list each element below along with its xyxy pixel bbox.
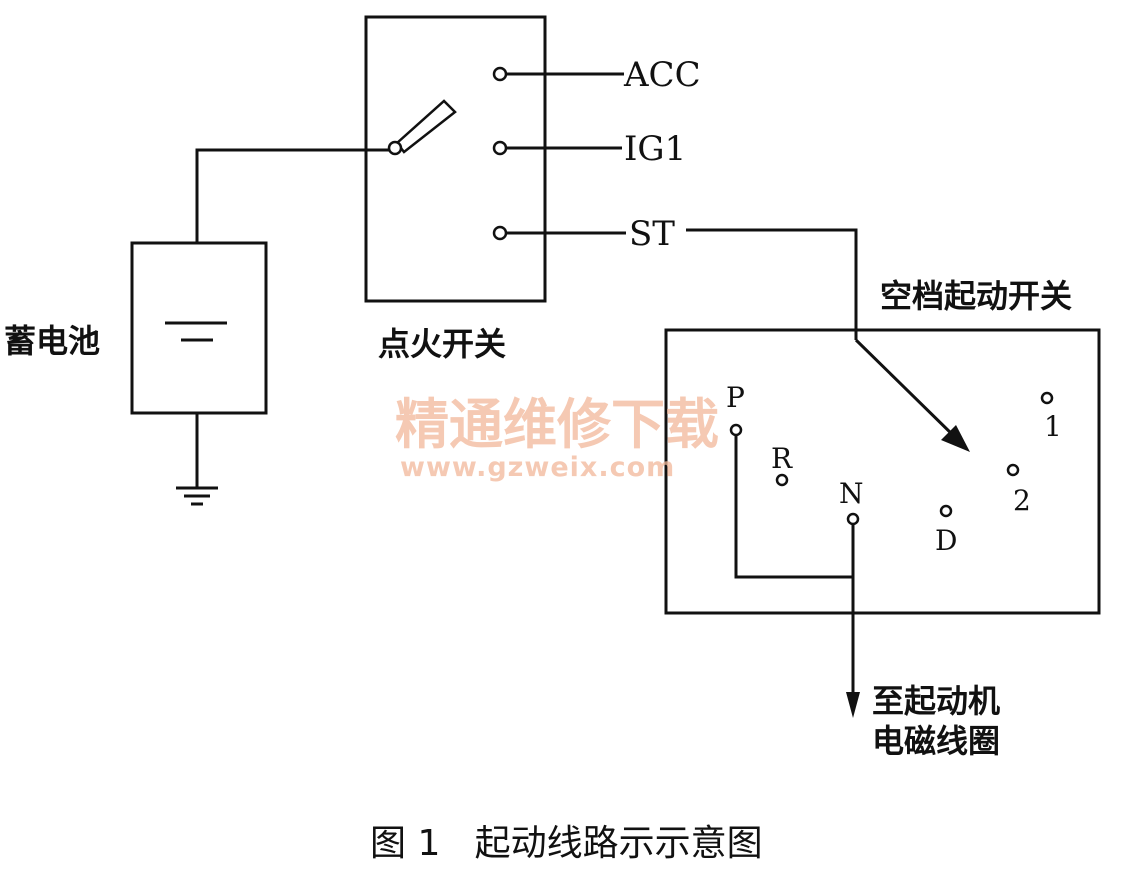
position-n-label: N xyxy=(839,477,864,510)
position-p-label: P xyxy=(726,381,745,414)
neutral-start-switch-box xyxy=(664,328,1101,615)
neutral-start-switch-label: 空档起动开关 xyxy=(880,277,1072,315)
ignition-switch-label: 点火开关 xyxy=(378,325,506,363)
ignition-switch-lever xyxy=(395,99,457,154)
battery-label: 蓄电池 xyxy=(4,322,100,360)
selector-arrow-shaft xyxy=(854,338,960,442)
battery-box xyxy=(130,241,268,415)
p-n-connection-wire xyxy=(734,436,853,579)
position-1-terminal xyxy=(1040,391,1054,405)
to-starter-label-line1: 至起动机 xyxy=(872,682,1000,720)
figure-caption: 图 1 起动线路示示意图 xyxy=(370,823,763,864)
to-starter-label-line2: 电磁线圈 xyxy=(872,722,1000,760)
ig1-label: IG1 xyxy=(624,129,686,169)
acc-label: ACC xyxy=(623,55,701,95)
position-n-terminal xyxy=(846,512,860,526)
position-2-terminal xyxy=(1006,463,1020,477)
battery-feed-wire xyxy=(195,148,395,243)
st-label: ST xyxy=(629,214,675,254)
ignition-pivot-terminal xyxy=(387,140,403,156)
position-p-terminal xyxy=(729,423,743,437)
position-r-label: R xyxy=(771,442,793,475)
position-1-label: 1 xyxy=(1044,410,1062,443)
selector-arrow-head xyxy=(941,425,970,452)
ignition-switch-box xyxy=(364,15,547,303)
position-d-label: D xyxy=(935,524,957,557)
position-d-terminal xyxy=(939,504,953,518)
position-2-label: 2 xyxy=(1013,484,1031,517)
st-terminal xyxy=(492,225,508,241)
ground-icon xyxy=(176,486,218,506)
watermark-title: 精通维修下载 xyxy=(395,393,719,456)
st-to-neutral-switch-wire xyxy=(686,228,858,340)
acc-terminal xyxy=(492,66,508,82)
ig1-terminal xyxy=(492,140,508,156)
position-r-terminal xyxy=(775,473,789,487)
watermark-url: www.gzweix.com xyxy=(400,452,675,483)
starter-output-arrow-head xyxy=(846,692,860,718)
